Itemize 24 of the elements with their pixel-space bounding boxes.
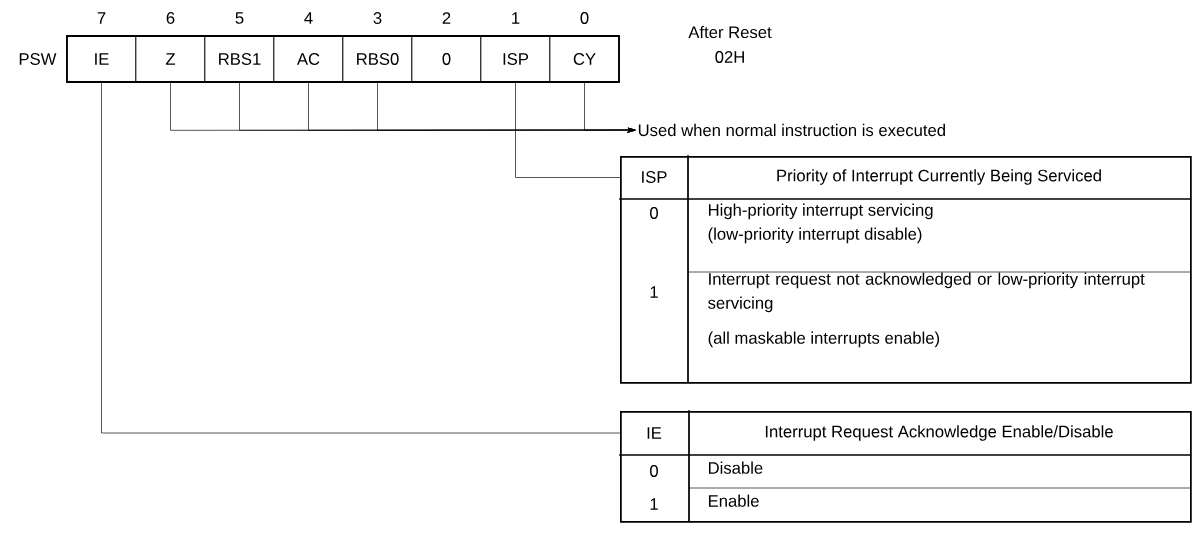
connector-line: [515, 82, 621, 178]
connector-line: [584, 82, 636, 133]
register-cell: AC: [273, 35, 344, 83]
register-cell: ISP: [480, 35, 551, 83]
bit-number: 6: [166, 12, 175, 24]
register-cell: RBS1: [204, 35, 275, 83]
register-cell: CY: [549, 35, 620, 83]
bit-number: 3: [373, 12, 382, 24]
reset-label: After Reset: [688, 25, 772, 39]
bit-number: 7: [97, 12, 106, 24]
node-label: IE: [95, 53, 109, 65]
bit-number: 2: [442, 12, 451, 24]
table: ISP Priority of Interrupt Currently Being Serviced 0 High-priority interrupt servicing (low-priority interrupt disable) 1 Interrupt request not acknowledged or low-priority interrupt servicing (all maskable interrupts enable): [619, 155, 1192, 384]
reset-value: 02H: [715, 51, 744, 63]
bit-number: 4: [304, 12, 313, 24]
bit-number: 5: [235, 12, 244, 24]
bit-number: 1: [512, 12, 520, 24]
register-cell: Z: [135, 35, 206, 83]
description-text: Used when normal instruction is executed: [638, 123, 945, 137]
register-cell: RBS0: [342, 35, 413, 83]
register-cell: 0: [411, 35, 482, 83]
connector-line: [101, 82, 621, 434]
bit-number: 0: [580, 12, 589, 24]
table: IE Interrupt Request Acknowledge Enable/Disable 0 Disable 1 Enable: [619, 410, 1192, 523]
